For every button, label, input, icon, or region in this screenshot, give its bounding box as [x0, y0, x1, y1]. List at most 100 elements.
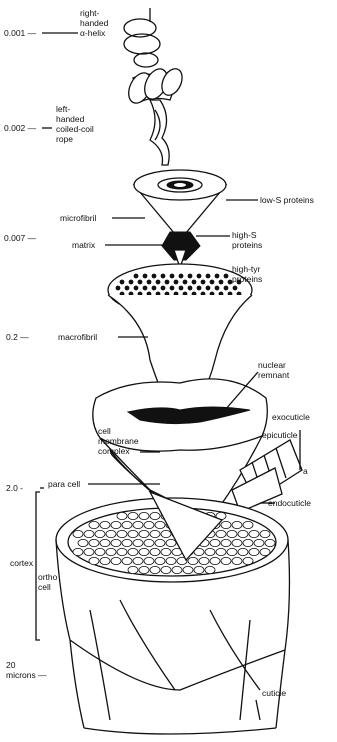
microfibril-dot	[188, 274, 193, 279]
microfibril-dot	[152, 274, 157, 279]
coiled-coil-rope	[124, 65, 186, 165]
cortical-cell	[183, 566, 193, 573]
label-cuticle: cuticle	[262, 688, 286, 698]
cortical-cell	[161, 548, 171, 555]
cortical-cell	[139, 512, 149, 519]
cortical-cell	[238, 548, 248, 555]
cortical-cell	[221, 557, 231, 564]
label-nuclear-remnant: nuclear remnant	[258, 360, 289, 380]
microfibril-dot	[215, 286, 220, 291]
microfibril-dot	[125, 286, 130, 291]
microfibril-dot	[147, 280, 152, 285]
label-cortex: cortex	[10, 558, 33, 568]
label-a: a	[303, 466, 308, 476]
cortical-cell	[249, 530, 259, 537]
microfibril-dot	[134, 274, 139, 279]
microfibril-dot	[116, 286, 121, 291]
microfibril-dot	[233, 286, 238, 291]
cortical-cell	[210, 557, 220, 564]
microfibril-dot	[206, 286, 211, 291]
cortical-cell	[199, 557, 209, 564]
macrofibril-cone	[108, 264, 252, 400]
microfibril-dot	[201, 280, 206, 285]
cortical-cell	[84, 548, 94, 555]
label-high-s-proteins: high-S proteins	[232, 230, 262, 250]
microfibril-dot	[179, 274, 184, 279]
label-matrix: matrix	[72, 240, 95, 250]
scale-0-002: 0.002 —	[4, 123, 36, 133]
scale-0-001: 0.001 —	[4, 28, 36, 38]
microfibril-dot	[215, 274, 220, 279]
cortical-cell	[139, 548, 149, 555]
cortical-cell	[144, 557, 154, 564]
microfibril-dot	[161, 286, 166, 291]
cortical-cell	[111, 521, 121, 528]
cortical-cell	[150, 512, 160, 519]
microfibril-dot	[224, 274, 229, 279]
cortical-cell	[194, 566, 204, 573]
label-epicuticle: epicuticle	[262, 430, 297, 440]
cortical-cell	[243, 539, 253, 546]
cortical-cell	[260, 548, 270, 555]
fiber-cortex	[56, 492, 289, 734]
cortical-cell	[111, 539, 121, 546]
microfibril-dot	[170, 286, 175, 291]
cortical-cell	[144, 539, 154, 546]
cortical-cell	[117, 548, 127, 555]
cortical-cell	[139, 566, 149, 573]
microfibril-dot	[170, 274, 175, 279]
cortical-cell	[227, 548, 237, 555]
cortical-cell	[95, 530, 105, 537]
label-high-tyr-proteins: high-tyr proteins	[232, 264, 262, 284]
cortical-cell	[122, 557, 132, 564]
cortical-cell	[243, 557, 253, 564]
microfibril-dot	[120, 280, 125, 285]
cortical-cell	[100, 539, 110, 546]
cortical-cell	[89, 539, 99, 546]
cortical-cell	[73, 548, 83, 555]
microfibril-dot	[143, 286, 148, 291]
label-microfibril: microfibril	[60, 213, 96, 223]
cortical-cell	[100, 557, 110, 564]
label-left-handed-rope: left- handed coiled-coil rope	[56, 104, 94, 144]
cortical-cell	[133, 539, 143, 546]
cortical-cell	[155, 539, 165, 546]
label-ortho-cell: ortho cell	[38, 572, 57, 592]
microfibril-dot	[206, 274, 211, 279]
cortical-cell	[221, 521, 231, 528]
cortical-cell	[144, 521, 154, 528]
cortical-cell	[166, 539, 176, 546]
cortical-cell	[205, 566, 215, 573]
microfibril-dot	[129, 280, 134, 285]
cortical-cell	[265, 539, 275, 546]
cortical-cell	[106, 548, 116, 555]
cortical-cell	[150, 548, 160, 555]
cortical-cell	[111, 557, 121, 564]
microfibril-dot	[161, 274, 166, 279]
cortical-cell	[73, 530, 83, 537]
cortical-cell	[133, 521, 143, 528]
cortical-cell	[155, 557, 165, 564]
label-para-cell: para cell	[48, 479, 80, 489]
alpha-helix	[124, 8, 160, 67]
cortical-cell	[133, 557, 143, 564]
cortical-cell	[188, 557, 198, 564]
cortical-cell	[89, 521, 99, 528]
cortical-cell	[150, 566, 160, 573]
cortical-cell	[89, 557, 99, 564]
microfibril-dot	[165, 280, 170, 285]
scale-0-007: 0.007 —	[4, 233, 36, 243]
cortical-cell	[232, 539, 242, 546]
microfibril-dot	[188, 286, 193, 291]
cortical-cell	[122, 539, 132, 546]
microfibril-dot	[134, 286, 139, 291]
microfibril-dot	[174, 280, 179, 285]
cortical-cell	[238, 530, 248, 537]
cortical-cell	[232, 521, 242, 528]
cortical-cell	[221, 539, 231, 546]
cortical-cell	[205, 548, 215, 555]
label-cell-membrane-complex: cell membrane complex	[98, 426, 139, 456]
cortical-cell	[166, 557, 176, 564]
cortical-cell	[254, 539, 264, 546]
cortical-cell	[260, 530, 270, 537]
